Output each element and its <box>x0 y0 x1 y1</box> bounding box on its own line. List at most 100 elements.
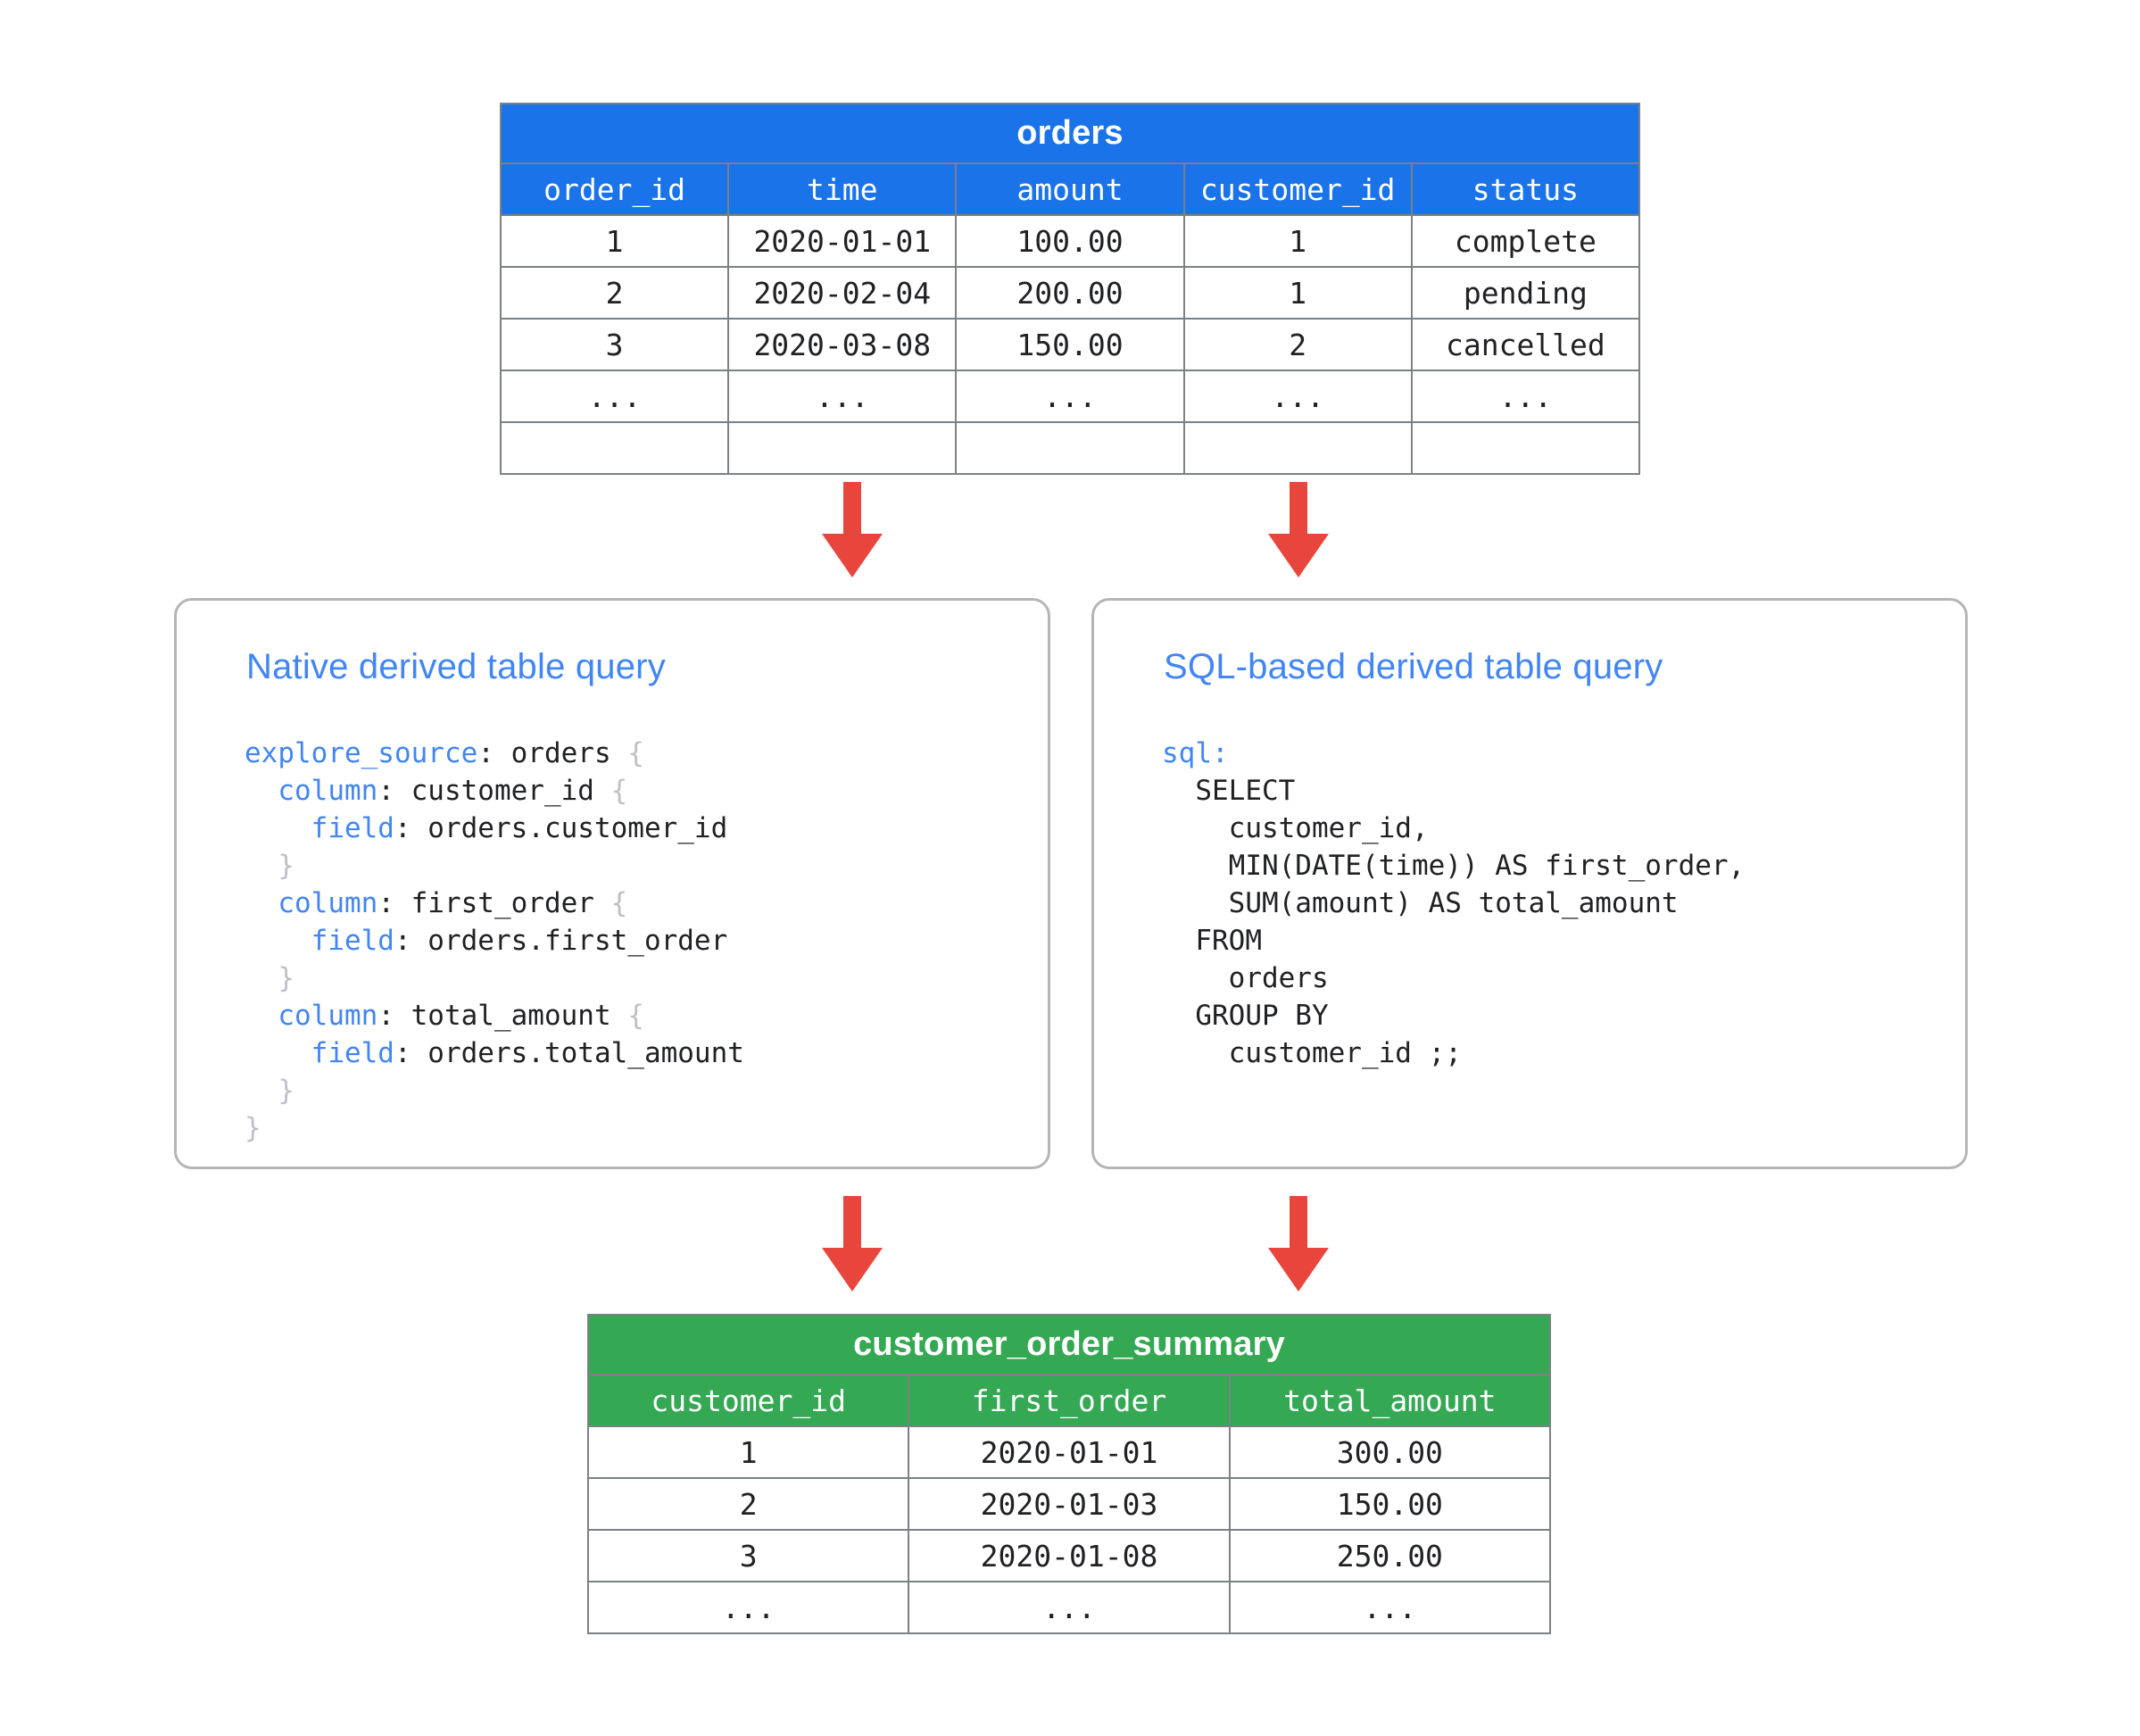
code-token <box>245 962 278 994</box>
table-cell: 3 <box>586 1529 910 1582</box>
table-cell: ... <box>499 370 730 423</box>
code-token: : orders.total_amount <box>394 1037 744 1069</box>
code-token: } <box>278 962 294 994</box>
table-row: ......... <box>586 1581 1552 1634</box>
code-token: customer_id, <box>1162 812 1429 844</box>
code-token: column <box>278 1000 378 1032</box>
native-derived-table-card: Native derived table query explore_sourc… <box>174 598 1050 1169</box>
table-cell: ... <box>1182 370 1413 423</box>
code-token: field <box>311 812 394 844</box>
code-token: SUM(amount) AS total_amount <box>1162 887 1679 919</box>
table-cell: 200.00 <box>955 266 1185 320</box>
table-cell: 1 <box>586 1425 910 1479</box>
table-cell: 250.00 <box>1228 1529 1552 1582</box>
table-cell: 300.00 <box>1228 1425 1552 1479</box>
table-row: ............... <box>499 370 1641 423</box>
code-token: { <box>627 737 644 769</box>
table-cell: 2020-01-01 <box>727 214 958 268</box>
summary-column-header: first_order <box>908 1374 1231 1427</box>
code-token: column <box>278 775 378 807</box>
table-cell: 2 <box>586 1477 910 1531</box>
code-token: : total_amount <box>377 1000 628 1032</box>
orders-table-title-row: orders <box>500 103 1640 164</box>
sql-derived-table-card: SQL-based derived table query sql: SELEC… <box>1091 598 1968 1169</box>
code-token: : orders.customer_id <box>394 812 728 844</box>
code-token: explore_source <box>245 737 478 769</box>
table-row <box>499 421 1641 475</box>
orders-column-header: customer_id <box>1182 162 1413 216</box>
code-token: { <box>627 1000 644 1032</box>
native-query-code: explore_source: orders { column: custome… <box>245 735 744 1147</box>
table-cell: cancelled <box>1410 318 1641 371</box>
code-token <box>245 812 311 844</box>
orders-table-title: orders <box>500 103 1640 164</box>
code-token: } <box>278 850 294 882</box>
table-cell: ... <box>727 370 958 423</box>
code-token: : first_order <box>377 887 611 919</box>
arrow-sql-query-to-summary <box>1268 1196 1329 1292</box>
summary-column-header: total_amount <box>1228 1374 1552 1427</box>
code-token: column <box>278 887 378 919</box>
code-token: : orders <box>477 737 628 769</box>
code-token: } <box>245 1112 261 1144</box>
table-cell: 3 <box>499 318 730 371</box>
table-cell <box>1410 421 1641 475</box>
table-cell: ... <box>586 1581 910 1634</box>
table-cell: 1 <box>1182 266 1413 320</box>
code-token <box>245 1075 278 1107</box>
table-cell: ... <box>1410 370 1641 423</box>
orders-column-header: order_id <box>499 162 730 216</box>
table-cell: 150.00 <box>1228 1477 1552 1531</box>
code-token <box>245 887 278 919</box>
table-cell: 100.00 <box>955 214 1185 268</box>
table-cell: pending <box>1410 266 1641 320</box>
code-token: : orders.first_order <box>394 925 728 957</box>
code-token: } <box>278 1075 294 1107</box>
table-cell: 1 <box>1182 214 1413 268</box>
code-token <box>245 850 278 882</box>
summary-column-header: customer_id <box>586 1374 910 1427</box>
table-cell: ... <box>955 370 1185 423</box>
table-cell: 2020-02-04 <box>727 266 958 320</box>
table-cell: ... <box>1228 1581 1552 1634</box>
table-cell: 2 <box>499 266 730 320</box>
arrow-native-query-to-summary <box>822 1196 883 1292</box>
orders-column-header: time <box>727 162 958 216</box>
table-cell: 1 <box>499 214 730 268</box>
sql-card-title: SQL-based derived table query <box>1164 647 1663 686</box>
code-token: { <box>610 887 628 919</box>
table-cell <box>499 421 730 475</box>
sql-query-code: sql: SELECT customer_id, MIN(DATE(time))… <box>1162 735 1745 1072</box>
summary-table-title: customer_order_summary <box>587 1314 1551 1375</box>
table-cell: 150.00 <box>955 318 1185 371</box>
table-cell: ... <box>908 1581 1231 1634</box>
code-token <box>245 1037 311 1069</box>
table-cell <box>1182 421 1413 475</box>
code-token: : customer_id <box>377 775 611 807</box>
code-token: field <box>311 1037 394 1069</box>
table-cell: 2020-01-01 <box>908 1425 1231 1479</box>
orders-column-header: status <box>1410 162 1641 216</box>
code-token <box>245 775 278 807</box>
code-token: MIN(DATE(time)) AS first_order, <box>1162 850 1746 882</box>
table-cell: 2020-01-08 <box>908 1529 1231 1582</box>
code-token: GROUP BY <box>1162 1000 1329 1032</box>
code-token <box>245 1000 278 1032</box>
code-token: { <box>610 775 628 807</box>
summary-table-title-row: customer_order_summary <box>587 1314 1551 1375</box>
table-cell: complete <box>1410 214 1641 268</box>
code-token <box>245 925 311 957</box>
code-token: SELECT <box>1162 775 1296 807</box>
table-cell <box>727 421 958 475</box>
native-card-title: Native derived table query <box>246 647 666 686</box>
